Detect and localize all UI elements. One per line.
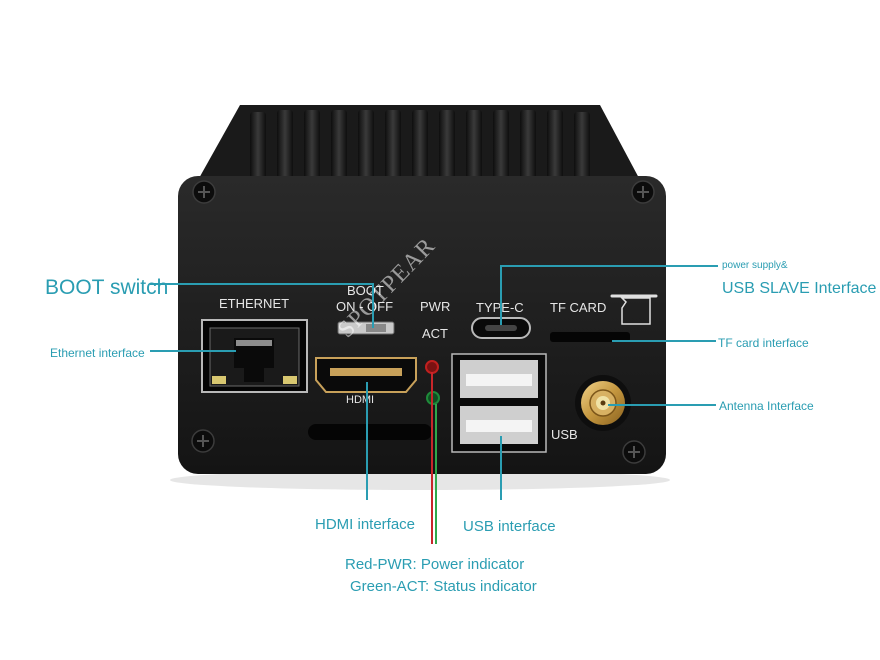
antenna-connector: [575, 375, 631, 431]
ethernet-callout: Ethernet interface: [50, 346, 145, 360]
hdmi-leader: [366, 382, 368, 500]
ethernet-port: [201, 319, 308, 393]
heatsink: [198, 105, 640, 180]
tf-card-silk-label: TF CARD: [550, 300, 607, 315]
pwr-silk-label: PWR: [420, 299, 451, 314]
usb-slave-callout: USB SLAVE Interface: [722, 280, 877, 297]
usb-callout: USB interface: [463, 518, 556, 535]
boot-leader-h: [150, 283, 374, 285]
usb-ports: [451, 353, 547, 453]
tf-card-leader: [612, 340, 716, 342]
antenna-callout: Antenna Interface: [719, 399, 814, 413]
ethernet-silk-label: ETHERNET: [219, 296, 290, 311]
ethernet-leader: [150, 350, 236, 352]
usb-slave-leader-v: [500, 265, 502, 325]
tf-card-callout: TF card interface: [718, 336, 809, 350]
power-supply-callout: power supply&: [722, 260, 788, 271]
act-leader: [435, 404, 437, 544]
antenna-leader: [608, 404, 716, 406]
device-shadow: [170, 470, 670, 490]
act-led: [426, 391, 440, 405]
hdmi-callout: HDMI interface: [315, 516, 416, 533]
tf-card-slot: [550, 332, 630, 342]
boot-silk-label: BOOT: [347, 283, 384, 298]
vent-slot: [308, 424, 432, 440]
hdmi-port: [315, 357, 417, 393]
screws: [191, 180, 655, 464]
tf-card-icon: [620, 297, 651, 325]
type-c-silk-label: TYPE-C: [476, 300, 524, 315]
boot-leader-v: [372, 283, 374, 328]
boot-positions-silk-label: ON - OFF: [336, 299, 394, 314]
pwr-indicator-callout: Red-PWR: Power indicator: [345, 556, 525, 573]
pwr-leader: [431, 372, 433, 544]
boot-switch-callout: BOOT switch: [45, 276, 169, 299]
act-indicator-callout: Green-ACT: Status indicator: [350, 578, 537, 595]
hdmi-silk-label: HDMI: [346, 394, 375, 406]
act-silk-label: ACT: [422, 326, 448, 341]
usb-leader: [500, 436, 502, 500]
usb-silk-label: USB: [551, 427, 578, 442]
usb-slave-leader-h: [500, 265, 718, 267]
